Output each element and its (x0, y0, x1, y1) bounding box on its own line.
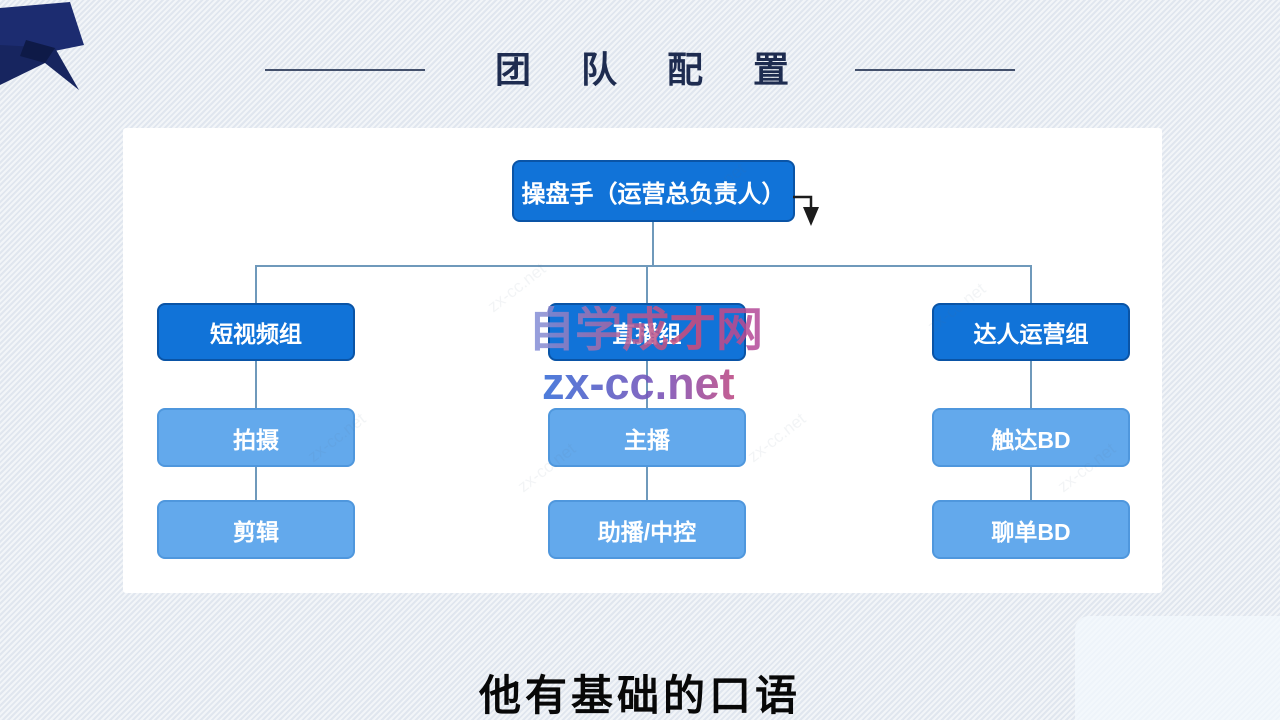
sub-label: 拍摄 (233, 426, 279, 453)
page-title: 团队配置 (494, 49, 839, 91)
sub-label: 助播/中控 (597, 518, 697, 545)
connector-horizontal (255, 265, 1032, 267)
connector-root-vertical (652, 222, 654, 266)
connector-column-2 (646, 265, 648, 508)
org-node-reach-bd: 触达BD (932, 408, 1130, 467)
org-node-group-livestream: 直播组 (548, 303, 746, 361)
org-chart-card: 操盘手（运营总负责人） 短视频组 拍摄 剪辑 直播组 主播 助播/中控 达人运营… (123, 128, 1162, 593)
org-node-root: 操盘手（运营总负责人） (512, 160, 795, 222)
sub-label: 触达BD (991, 426, 1071, 453)
org-node-group-influencer-ops: 达人运营组 (932, 303, 1130, 361)
video-subtitle: 他有基础的口语 (478, 671, 801, 720)
connector-column-3 (1030, 265, 1032, 508)
down-arrow-icon (793, 195, 819, 226)
sub-label: 聊单BD (991, 518, 1071, 545)
corner-highlight-patch (1075, 616, 1280, 720)
group-label: 短视频组 (210, 321, 302, 347)
org-node-root-label: 操盘手（运营总负责人） (521, 180, 786, 208)
connector-column-1 (255, 265, 257, 508)
watermark-tile: zx-cc.net (484, 259, 550, 317)
group-label: 直播组 (612, 321, 682, 347)
title-right-rule (855, 69, 1015, 71)
sub-label: 主播 (624, 426, 670, 453)
watermark-tile: zx-cc.net (744, 409, 810, 467)
org-node-assistant-control: 助播/中控 (548, 500, 746, 559)
ribbon-decoration-icon (0, 0, 100, 100)
org-node-anchor: 主播 (548, 408, 746, 467)
slide-header: 团队配置 (0, 40, 1280, 100)
ribbon-icon (0, 2, 84, 90)
org-node-group-short-video: 短视频组 (157, 303, 355, 361)
org-node-editing: 剪辑 (157, 500, 355, 559)
group-label: 达人运营组 (973, 321, 1089, 347)
sub-label: 剪辑 (233, 518, 279, 545)
title-left-rule (264, 69, 425, 71)
org-node-chat-order-bd: 聊单BD (932, 500, 1130, 559)
org-node-shooting: 拍摄 (157, 408, 355, 467)
